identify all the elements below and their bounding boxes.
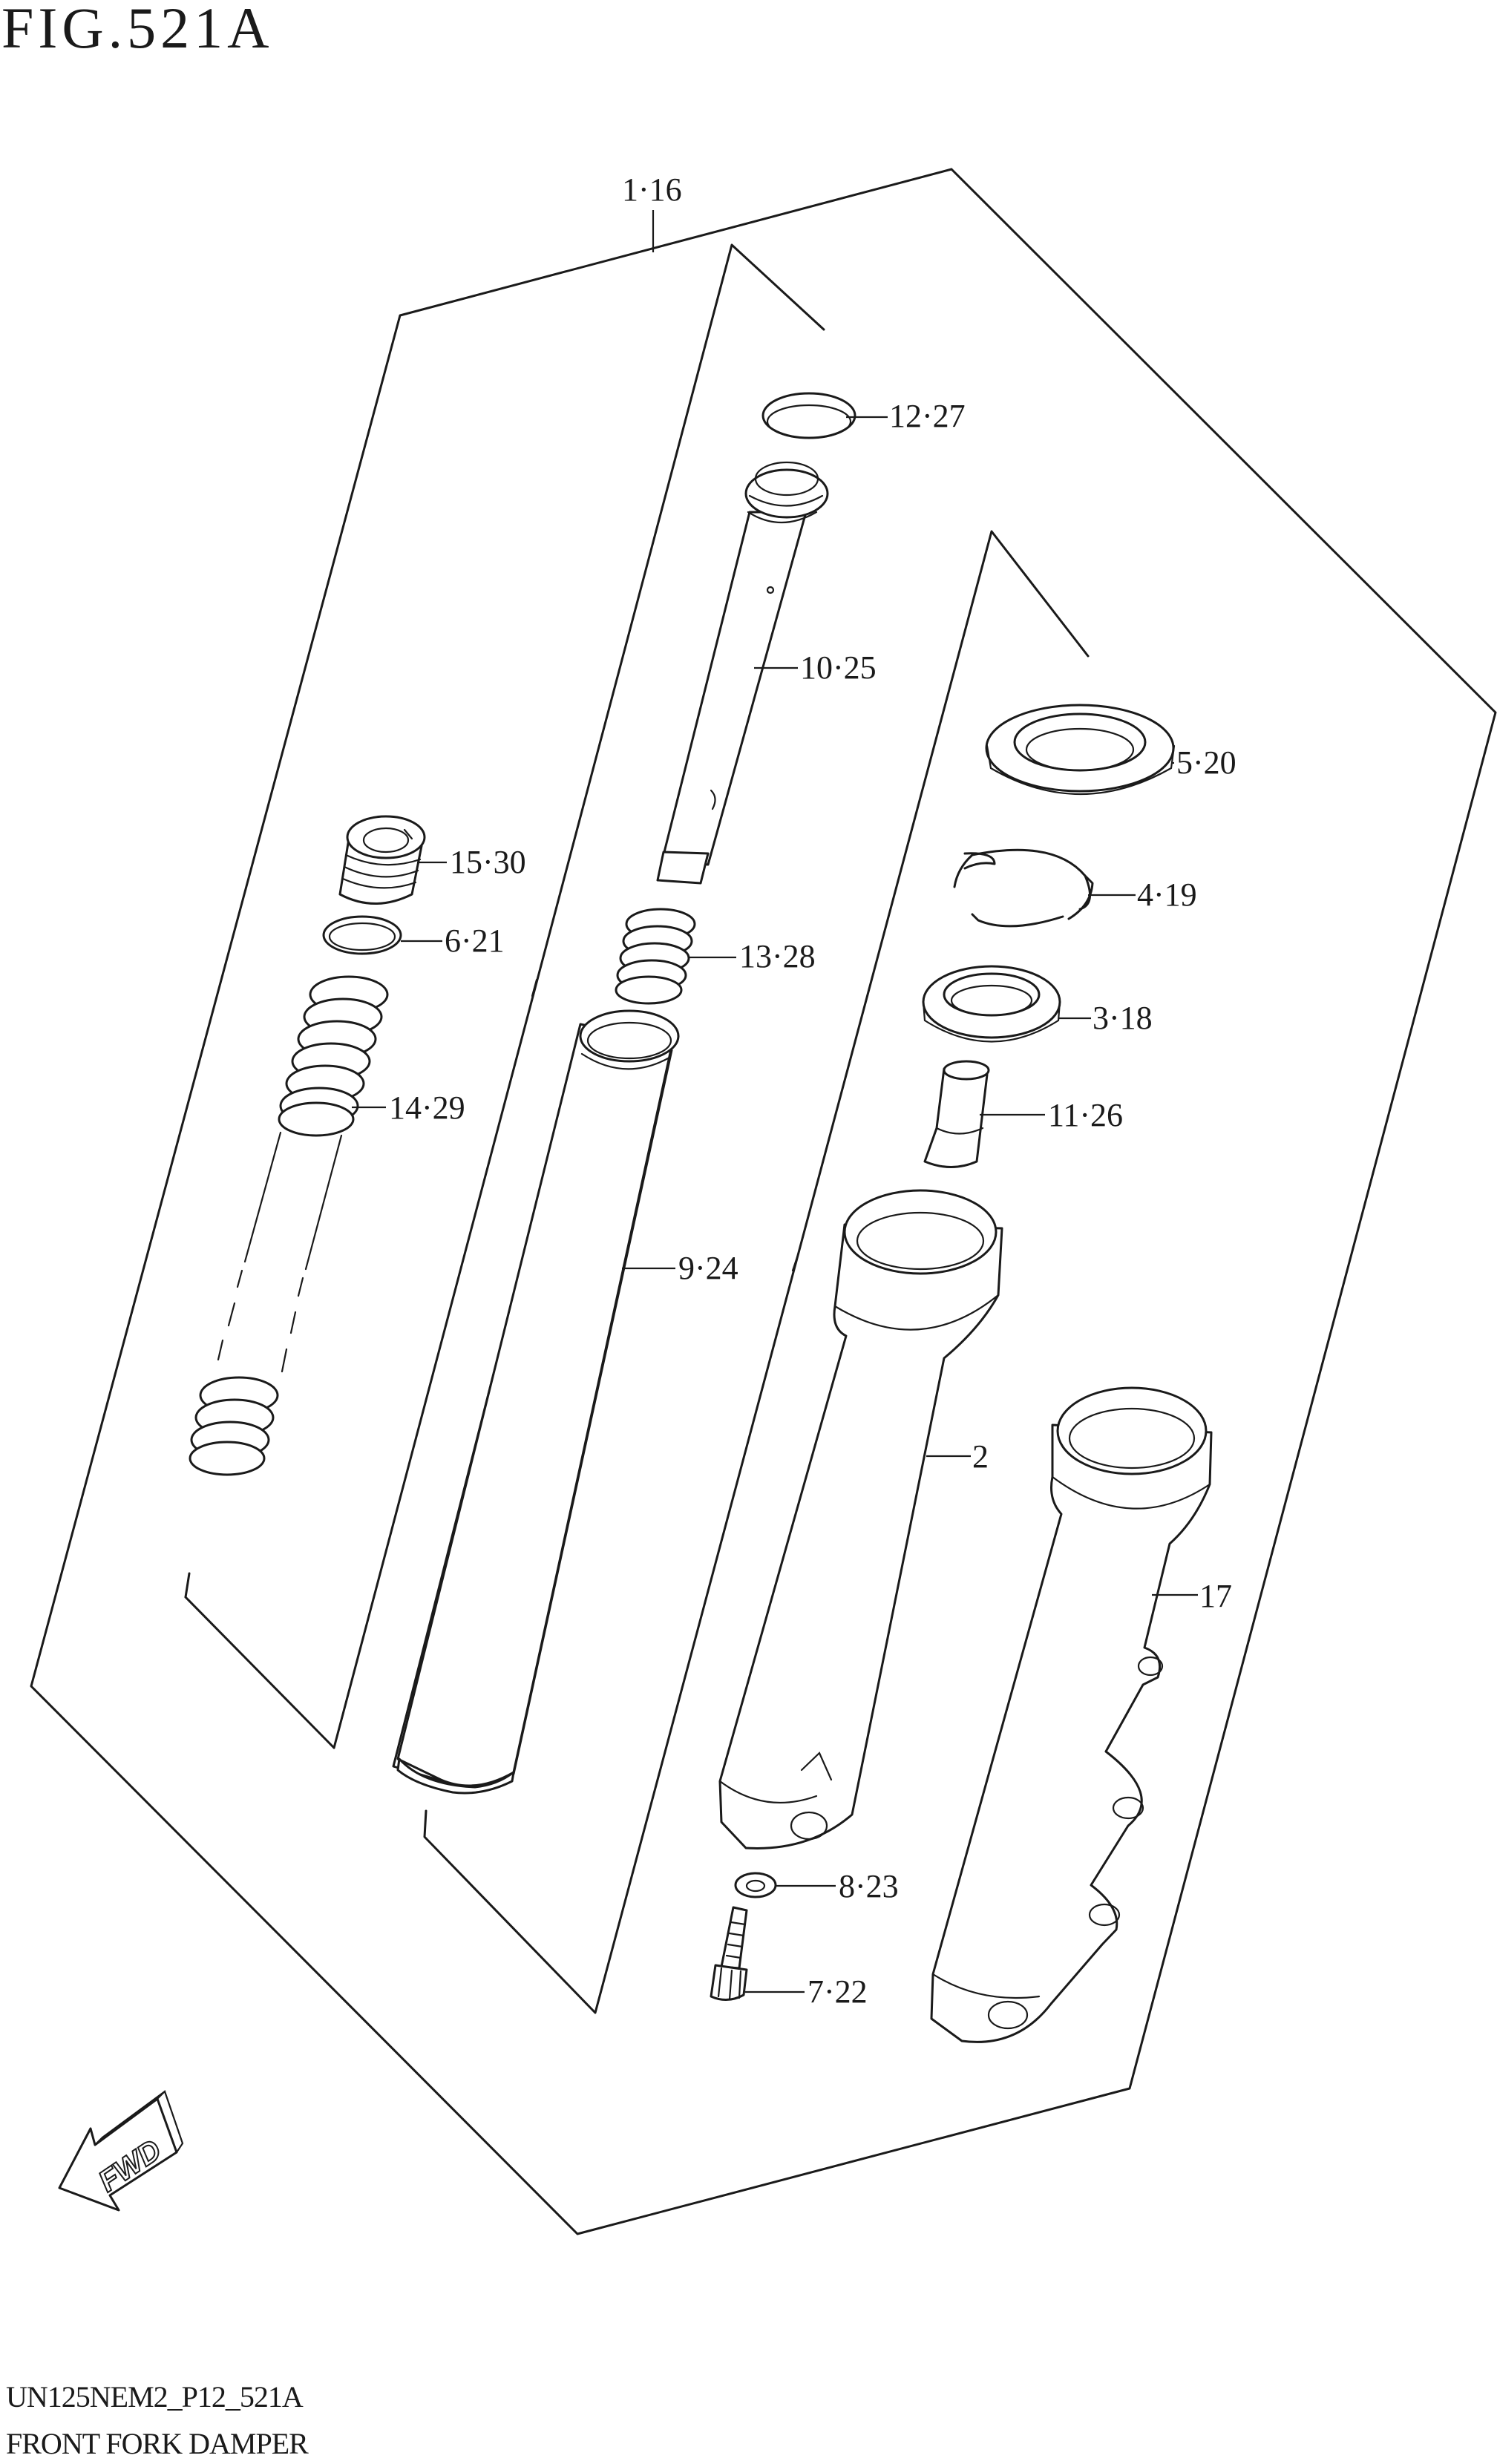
callout-10-25: 10·25 [800, 649, 877, 686]
callout-11-26: 11·26 [1048, 1097, 1123, 1133]
gasket-part-8 [734, 1872, 777, 1898]
spring-seat-part-15 [338, 815, 426, 905]
callout-13-28: 13·28 [739, 938, 816, 974]
callout-6-21: 6·21 [445, 923, 505, 959]
callout-12-27: 12·27 [889, 398, 966, 434]
figure-code: UN125NEM2_P12_521A [6, 2380, 304, 2414]
callout-2: 2 [972, 1438, 989, 1475]
callout-9-24: 9·24 [678, 1250, 738, 1286]
rebound-spring-part-13 [615, 908, 696, 1005]
oil-seal-part-5 [985, 704, 1176, 795]
assembly-outline [30, 168, 1497, 2235]
callout-17: 17 [1199, 1578, 1232, 1614]
outer-tube-part-2 [718, 1189, 1003, 1849]
figure-title: FIG.521A [1, 0, 274, 60]
fork-spring-part-14 [189, 975, 389, 1476]
o-ring-part-6 [322, 915, 402, 955]
callout-8-23: 8·23 [839, 1868, 899, 1904]
figure-name: FRONT FORK DAMPER [6, 2427, 309, 2460]
inner-tube-part-9 [392, 1009, 680, 1795]
tube-group-bracket [423, 530, 1090, 2014]
callout-7-22: 7·22 [808, 1973, 868, 2010]
callout-5-20: 5·20 [1176, 744, 1236, 781]
snap-ring-part-12 [761, 392, 856, 439]
callout-1-16: 1·16 [622, 171, 682, 208]
callout-14-29: 14·29 [389, 1090, 465, 1126]
bolt-part-7 [710, 1906, 748, 2001]
callout-3-18: 3·18 [1093, 1000, 1153, 1036]
outer-tube-part-17 [930, 1386, 1213, 2043]
callout-4-19: 4·19 [1137, 877, 1197, 913]
oil-lock-piece-part-11 [923, 1060, 990, 1168]
rod-group-bracket [333, 243, 825, 1749]
damper-rod-part-10 [656, 461, 829, 885]
stopper-ring-part-4 [953, 848, 1094, 928]
callout-15-30: 15·30 [450, 844, 526, 880]
bushing-part-3 [922, 965, 1061, 1043]
forward-direction-arrow: FWD [58, 2089, 184, 2212]
